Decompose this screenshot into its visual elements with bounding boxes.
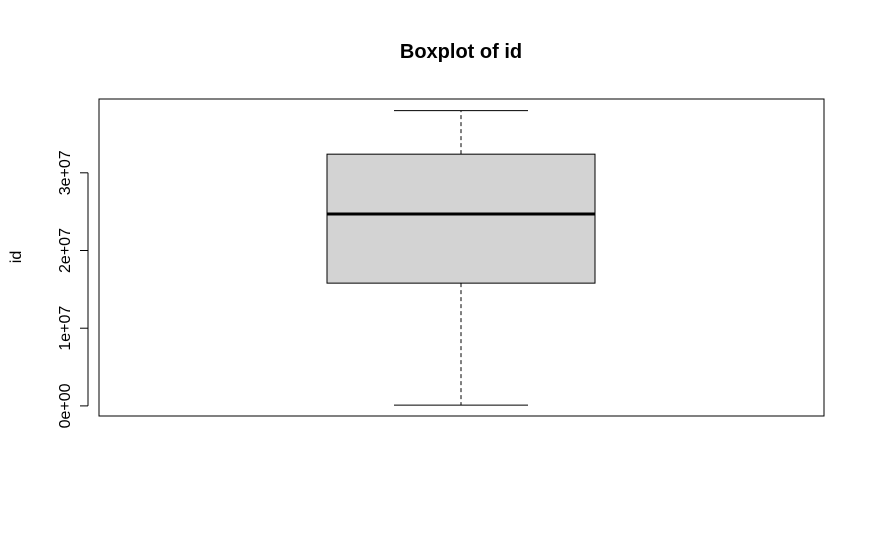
box-group [326,110,596,406]
y-ticks: 0e+00 1e+07 2e+07 3e+07 [57,150,88,428]
y-tick-label: 2e+07 [57,228,74,273]
iqr-box [326,153,596,284]
plot-frame [98,98,825,417]
y-tick-label: 1e+07 [57,306,74,351]
y-tick-label: 0e+00 [57,383,74,428]
chart-title: Boxplot of id [400,41,522,63]
y-axis-label: id [8,251,25,263]
y-tick-label: 3e+07 [57,150,74,195]
